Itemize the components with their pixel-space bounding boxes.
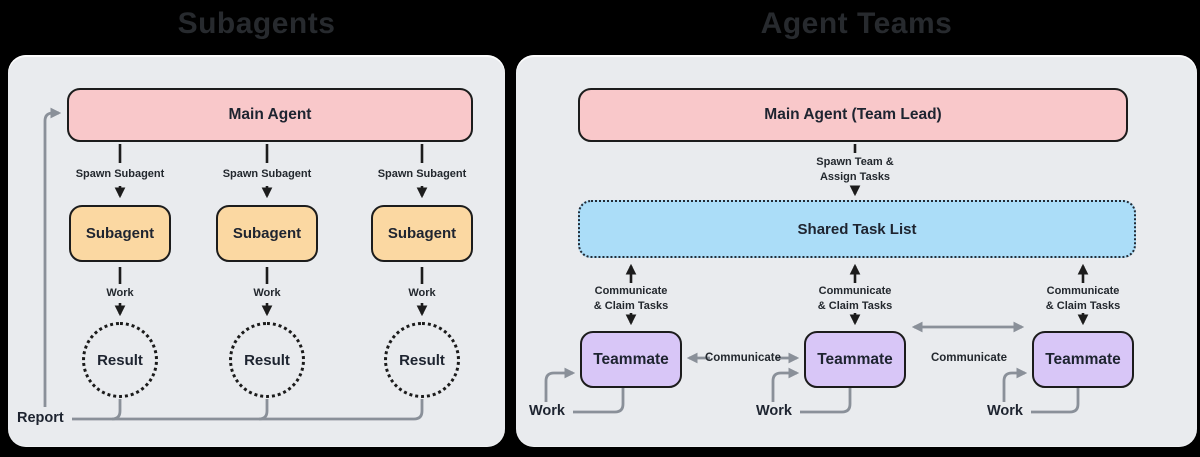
subagents-panel: Main Agent Spawn Subagent Spawn Subagent… <box>8 55 505 447</box>
agent-teams-panel: Main Agent (Team Lead) Spawn Team & Assi… <box>516 55 1197 447</box>
spawn-team-label-line1: Spawn Team & <box>816 156 894 168</box>
teammate-label-3: Teammate <box>1045 350 1121 368</box>
work-label-2: Work <box>253 287 281 299</box>
report-return-arrow <box>43 107 62 407</box>
main-agent-label: Main Agent <box>228 106 312 123</box>
shared-task-list-label: Shared Task List <box>797 220 917 238</box>
result-label-1: Result <box>97 351 143 369</box>
result-circle-3: Result <box>384 322 460 398</box>
teammate-label-1: Teammate <box>593 350 669 368</box>
report-label: Report <box>17 410 64 426</box>
communicate-label-2: Communicate <box>930 352 1008 364</box>
spawn-subagent-label-3: Spawn Subagent <box>377 168 467 180</box>
work-label-1: Work <box>106 287 134 299</box>
report-line <box>72 399 424 421</box>
teammate-box-1: Teammate <box>580 331 682 388</box>
subagent-label-1: Subagent <box>85 225 155 242</box>
agent-teams-connector-lines <box>544 144 1089 414</box>
main-agent-box: Main Agent <box>67 88 473 142</box>
spawn-subagent-label-2: Spawn Subagent <box>222 168 312 180</box>
work-label-teammate-3: Work <box>987 403 1023 419</box>
teammate-box-2: Teammate <box>804 331 906 388</box>
subagents-connector-lines <box>43 107 428 421</box>
subagents-title: Subagents <box>177 7 336 40</box>
work-loop-in-3 <box>1002 367 1028 402</box>
claim-label-2-line1: Communicate <box>818 285 892 297</box>
result-label-2: Result <box>244 351 290 369</box>
work-label-teammate-1: Work <box>529 403 565 419</box>
agent-teams-title: Agent Teams <box>760 7 953 40</box>
report-drop-1 <box>111 399 122 421</box>
result-circle-1: Result <box>82 322 158 398</box>
report-drop-2 <box>258 399 269 421</box>
subagent-label-2: Subagent <box>232 225 302 242</box>
claim-label-1-line2: & Claim Tasks <box>593 300 669 312</box>
communicate-label-1: Communicate <box>704 352 782 364</box>
work-loop-out-1 <box>573 388 625 414</box>
teammate-box-3: Teammate <box>1032 331 1134 388</box>
work-label-teammate-2: Work <box>756 403 792 419</box>
claim-label-1-line1: Communicate <box>594 285 668 297</box>
result-label-3: Result <box>399 351 445 369</box>
spawn-team-label-line2: Assign Tasks <box>819 171 891 183</box>
work-loop-in-1 <box>544 367 576 402</box>
shared-task-list-box: Shared Task List <box>578 200 1136 258</box>
subagent-box-1: Subagent <box>69 205 171 262</box>
team-lead-label: Main Agent (Team Lead) <box>764 106 942 123</box>
spawn-subagent-label-1: Spawn Subagent <box>75 168 165 180</box>
result-circle-2: Result <box>229 322 305 398</box>
work-loop-out-2 <box>800 388 852 414</box>
subagent-box-2: Subagent <box>216 205 318 262</box>
teammate-label-2: Teammate <box>817 350 893 368</box>
work-loop-in-2 <box>771 367 800 402</box>
claim-label-3-line2: & Claim Tasks <box>1045 300 1121 312</box>
work-loop-out-3 <box>1031 388 1080 414</box>
claim-label-2-line2: & Claim Tasks <box>817 300 893 312</box>
work-label-3: Work <box>408 287 436 299</box>
subagent-label-3: Subagent <box>387 225 457 242</box>
team-lead-box: Main Agent (Team Lead) <box>578 88 1128 142</box>
claim-label-3-line1: Communicate <box>1046 285 1120 297</box>
subagent-box-3: Subagent <box>371 205 473 262</box>
